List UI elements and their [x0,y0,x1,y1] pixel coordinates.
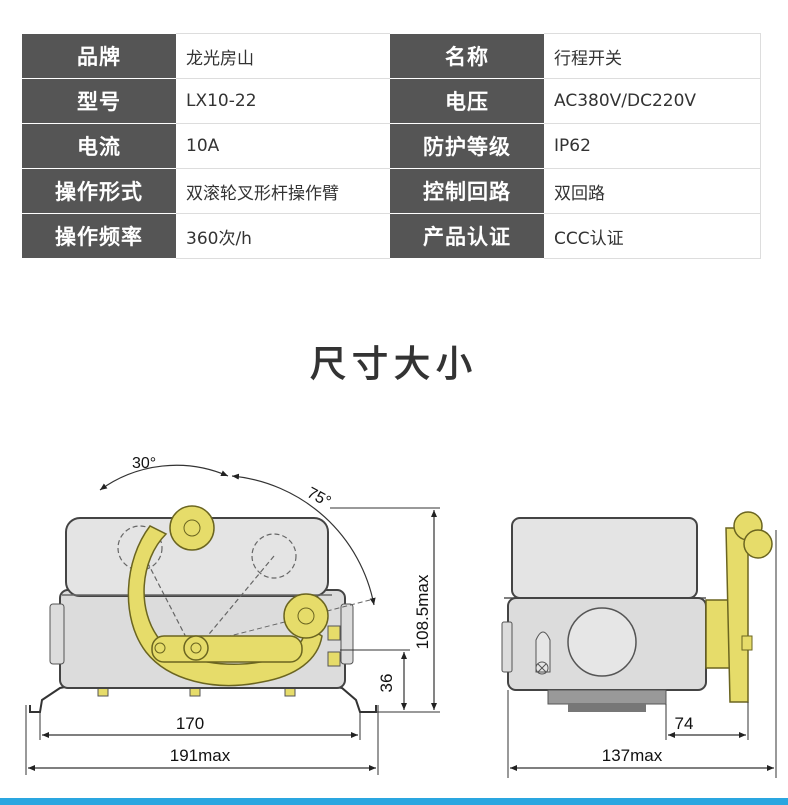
side-arm-nut [741,635,753,651]
angle-arc-75 [231,473,376,606]
side-ear [501,621,513,673]
side-arm [725,527,749,703]
front-roller [283,593,329,639]
spec-value: 双滚轮叉形杆操作臂 [176,168,390,214]
angle-arc-30 [99,464,229,491]
spec-key: 操作频率 [22,213,176,259]
side-lid [511,517,698,599]
front-terminal-nut [327,625,341,641]
dim-width-base: 170 [176,714,204,733]
spec-key: 操作形式 [22,168,176,214]
spec-key: 型号 [22,78,176,124]
front-base-bracket [29,685,377,713]
spec-value: IP62 [544,123,761,169]
spec-value: 行程开关 [544,33,761,79]
front-view: 30° 75° 108.5max 36 170 191max [25,455,440,775]
side-base [547,689,667,705]
spec-key: 防护等级 [390,123,544,169]
angle-label-30: 30° [132,455,156,472]
side-round-cover [567,607,637,677]
dimension-drawing: 30° 75° 108.5max 36 170 191max [25,455,777,778]
spec-value: 双回路 [544,168,761,214]
spec-row: 型号 LX10-22 电压 AC380V/DC220V [22,78,761,124]
front-side-ear [49,603,65,665]
side-roller [743,529,773,559]
spec-row: 操作频率 360次/h 产品认证 CCC认证 [22,213,761,259]
dim-side-offset: 74 [675,714,694,733]
front-side-ear [340,603,354,665]
dim-width-max: 191max [170,746,231,765]
spec-key: 控制回路 [390,168,544,214]
spec-key: 品牌 [22,33,176,79]
spec-value: CCC认证 [544,213,761,259]
spec-row: 操作形式 双滚轮叉形杆操作臂 控制回路 双回路 [22,168,761,214]
dim-depth-max: 137max [602,746,663,765]
spec-key: 名称 [390,33,544,79]
front-terminal-nut [327,651,341,667]
side-screw [535,661,549,675]
spec-row: 电流 10A 防护等级 IP62 [22,123,761,169]
dim-height-mount: 36 [377,674,396,693]
bottom-accent-bar [0,798,788,805]
spec-value: 龙光房山 [176,33,390,79]
front-roller [169,505,215,551]
spec-row: 品牌 龙光房山 名称 行程开关 [22,33,761,79]
side-view: 74 137max [501,511,777,778]
spec-table: 品牌 龙光房山 名称 行程开关 型号 LX10-22 电压 AC380V/DC2… [22,33,761,259]
spec-value: 360次/h [176,213,390,259]
spec-value: LX10-22 [176,78,390,124]
spec-value: AC380V/DC220V [544,78,761,124]
section-title: 尺寸大小 [309,344,478,385]
spec-value: 10A [176,123,390,169]
front-pivot [183,635,209,661]
spec-key: 产品认证 [390,213,544,259]
spec-key: 电流 [22,123,176,169]
front-arm-bar [151,635,303,663]
dim-height-max: 108.5max [413,574,432,649]
spec-key: 电压 [390,78,544,124]
angle-label-75: 75° [304,485,333,511]
